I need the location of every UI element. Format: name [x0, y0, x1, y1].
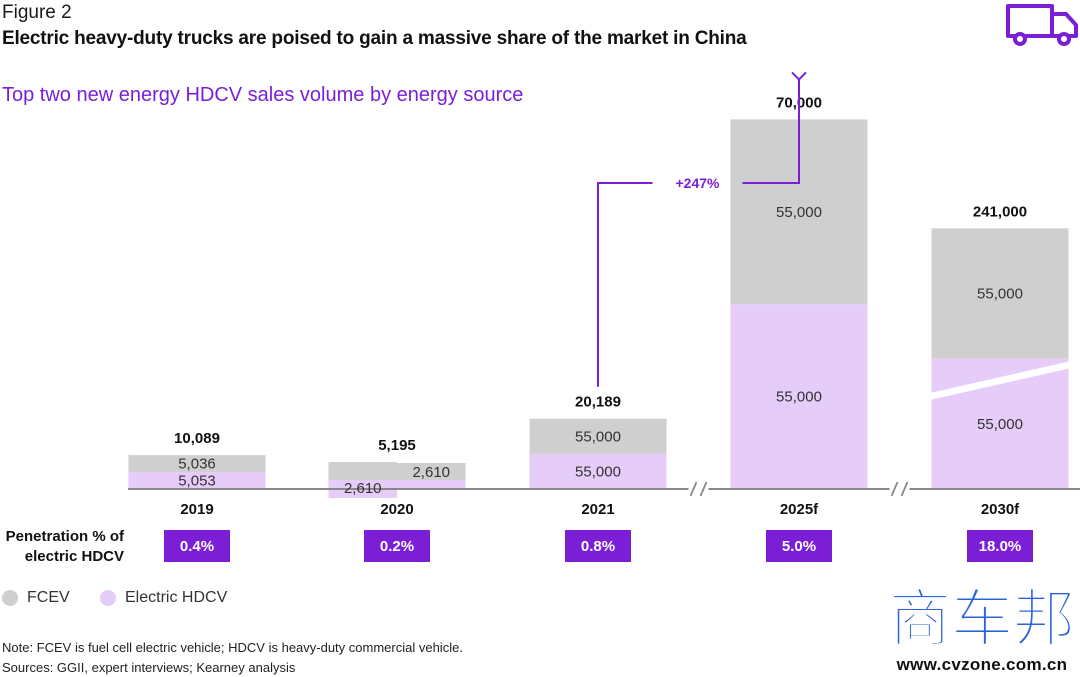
segment-label-electric-2025f: 55,000: [776, 389, 822, 406]
bar-fcev-2021: [529, 418, 667, 454]
legend-item-fcev: FCEV: [2, 588, 70, 608]
axis-break-gap-1: [688, 481, 709, 497]
watermark-logo-text: 商车邦: [889, 582, 1075, 652]
total-label-2021: 20,189: [575, 394, 621, 411]
footnote-note: Note: FCEV is fuel cell electric vehicle…: [2, 640, 463, 655]
x-tick-label-2021: 2021: [581, 501, 614, 518]
bar-fcev-2020: [328, 462, 397, 480]
axis-break-mark-2b: [900, 481, 909, 497]
legend-item-electric: Electric HDCV: [100, 588, 227, 608]
segment-label-electric-2030f: 55,000: [977, 416, 1023, 433]
bars-layer: [128, 119, 1069, 498]
bar-fcev-2020-right: [397, 463, 466, 480]
figure-label: Figure 2: [2, 2, 72, 23]
penetration-label-line1: Penetration % of: [5, 528, 124, 545]
penetration-badge-2030f: 18.0%: [967, 530, 1033, 562]
bar-break-slash: [931, 361, 1069, 400]
total-label-2020: 5,195: [378, 437, 416, 454]
bar-fcev-2030f: [931, 228, 1069, 359]
growth-arrow-head: [791, 71, 807, 81]
penetration-label-line2: electric HDCV: [24, 548, 124, 565]
penetration-badge-2021: 0.8%: [565, 530, 631, 562]
x-tick-label-2025f: 2025f: [780, 501, 819, 518]
x-tick-label-2020: 2020: [380, 501, 413, 518]
bar-fcev-2019: [128, 455, 266, 473]
legend-swatch-fcev: [2, 590, 18, 606]
bar-electric-2019: [128, 472, 266, 489]
growth-bracket-left: [597, 182, 653, 387]
bar-electric-2020-right: [397, 480, 466, 489]
segment-label-fcev-2025f: 55,000: [776, 204, 822, 221]
total-label-2030f: 241,000: [973, 203, 1027, 220]
segment-label-fcev-2020: 2,610: [412, 464, 450, 481]
penetration-badge-2020: 0.2%: [364, 530, 430, 562]
chart-subtitle: Top two new energy HDCV sales volume by …: [2, 84, 524, 106]
axis-break-gap-2: [889, 481, 910, 497]
growth-annotation: +247%: [597, 71, 807, 387]
axis-break-mark-1b: [699, 481, 708, 497]
x-tick-label-2030f: 2030f: [981, 501, 1020, 518]
chart-title: Electric heavy-duty trucks are poised to…: [2, 28, 747, 49]
x-tick-label-2019: 2019: [180, 501, 213, 518]
growth-bracket-right: [742, 79, 800, 184]
watermark-url: www.cvzone.com.cn: [896, 655, 1068, 674]
bar-electric-2025f: [730, 304, 868, 489]
growth-label: +247%: [676, 175, 721, 191]
truck-icon: [1006, 4, 1078, 46]
footnote-sources: Sources: GGII, expert interviews; Kearne…: [2, 660, 296, 675]
axis-layer: [128, 481, 1080, 497]
bar-electric-2021: [529, 453, 667, 489]
segment-label-electric-2020: 2,610: [344, 480, 382, 497]
segment-label-fcev-2021: 55,000: [575, 428, 621, 445]
segment-label-electric-2019: 5,053: [178, 473, 216, 490]
legend-swatch-electric: [100, 590, 116, 606]
segment-label-fcev-2030f: 55,000: [977, 285, 1023, 302]
penetration-badge-2025f: 5.0%: [766, 530, 832, 562]
axis-break-mark-1a: [689, 481, 698, 497]
axis-break-mark-2a: [890, 481, 899, 497]
total-label-2019: 10,089: [174, 430, 220, 447]
segment-label-fcev-2019: 5,036: [178, 456, 216, 473]
segment-label-electric-2021: 55,000: [575, 463, 621, 480]
penetration-badge-2019: 0.4%: [164, 530, 230, 562]
legend-label-electric: Electric HDCV: [125, 589, 228, 606]
watermark-logo: 商车邦: [888, 582, 1075, 653]
legend-label-fcev: FCEV: [27, 589, 70, 606]
penetration-label: Penetration % of electric HDCV: [0, 527, 124, 567]
